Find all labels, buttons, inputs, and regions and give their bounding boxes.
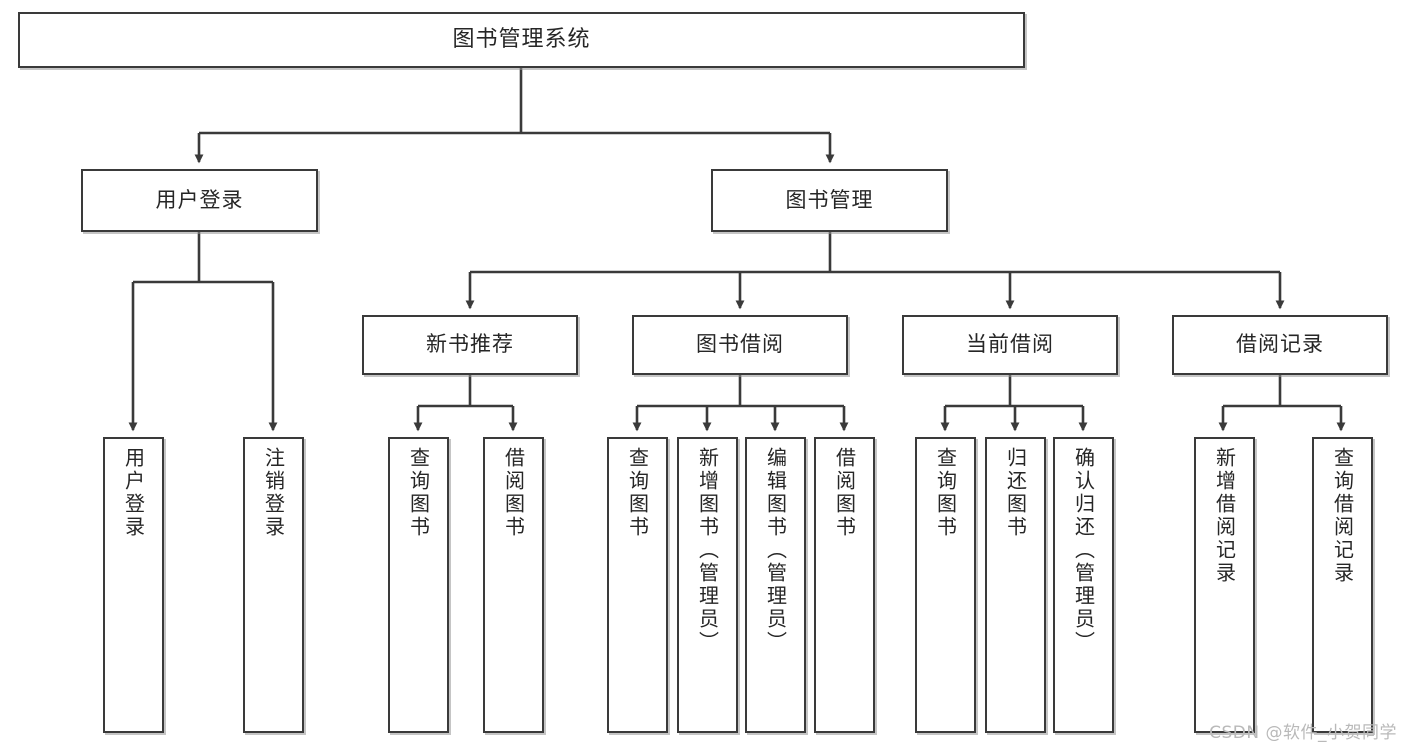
node-new-book-recommend[interactable]: 新书推荐 <box>362 315 578 375</box>
leaf-add-borrow-record[interactable]: 新增借阅记录 <box>1194 437 1255 733</box>
node-book-borrow[interactable]: 图书借阅 <box>632 315 848 375</box>
node-label: 借阅图书 <box>501 447 526 539</box>
leaf-add-book-admin[interactable]: 新增图书（管理员） <box>677 437 738 733</box>
node-label: 查询图书 <box>625 447 650 539</box>
node-label: 归还图书 <box>1003 447 1028 539</box>
node-root-book-management-system[interactable]: 图书管理系统 <box>18 12 1025 68</box>
node-user-login[interactable]: 用户登录 <box>81 169 318 232</box>
node-label: 查询图书 <box>406 447 431 539</box>
node-label: 用户登录 <box>121 447 146 539</box>
node-label: 图书借阅 <box>696 332 784 357</box>
node-label: 编辑图书（管理员） <box>763 447 788 654</box>
node-label: 确认归还（管理员） <box>1071 447 1096 654</box>
node-label: 用户登录 <box>155 187 244 212</box>
node-book-management[interactable]: 图书管理 <box>711 169 948 232</box>
node-label: 查询借阅记录 <box>1330 447 1355 585</box>
leaf-user-login[interactable]: 用户登录 <box>103 437 164 733</box>
watermark-text: CSDN @软件_小贺同学 <box>1209 723 1397 743</box>
node-label: 图书管理 <box>785 187 874 212</box>
leaf-return-book[interactable]: 归还图书 <box>985 437 1046 733</box>
node-label: 查询图书 <box>933 447 958 539</box>
leaf-query-book-recommend[interactable]: 查询图书 <box>388 437 449 733</box>
leaf-confirm-return-admin[interactable]: 确认归还（管理员） <box>1053 437 1114 733</box>
node-label: 新增图书（管理员） <box>695 447 720 654</box>
leaf-borrow-book-recommend[interactable]: 借阅图书 <box>483 437 544 733</box>
leaf-logout-login[interactable]: 注销登录 <box>243 437 304 733</box>
node-label: 新书推荐 <box>426 332 514 357</box>
node-label: 图书管理系统 <box>452 26 591 52</box>
leaf-borrow-book-borrow[interactable]: 借阅图书 <box>814 437 875 733</box>
leaf-edit-book-admin[interactable]: 编辑图书（管理员） <box>745 437 806 733</box>
node-current-borrow[interactable]: 当前借阅 <box>902 315 1118 375</box>
node-label: 新增借阅记录 <box>1212 447 1237 585</box>
node-label: 注销登录 <box>261 447 286 539</box>
node-label: 当前借阅 <box>966 332 1054 357</box>
node-label: 借阅图书 <box>832 447 857 539</box>
node-label: 借阅记录 <box>1236 332 1324 357</box>
leaf-query-book-borrow[interactable]: 查询图书 <box>607 437 668 733</box>
leaf-query-borrow-record[interactable]: 查询借阅记录 <box>1312 437 1373 733</box>
leaf-query-book-current[interactable]: 查询图书 <box>915 437 976 733</box>
node-borrow-record[interactable]: 借阅记录 <box>1172 315 1388 375</box>
